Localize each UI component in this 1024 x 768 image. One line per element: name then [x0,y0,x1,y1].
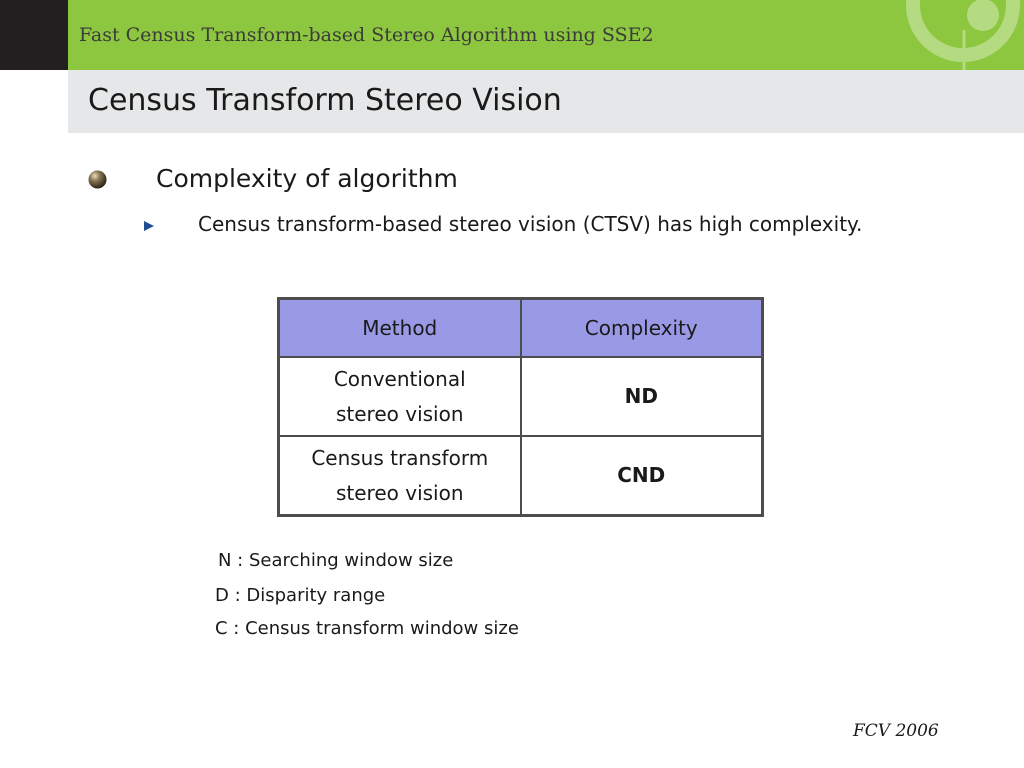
arrow-bullet-icon [144,221,154,231]
bullet-text: Complexity of algorithm [156,164,458,193]
header-text: Fast Census Transform-based Stereo Algor… [79,24,654,46]
header-bar: Fast Census Transform-based Stereo Algor… [68,0,1024,70]
method-line: stereo vision [335,480,464,505]
slide-title: Census Transform Stereo Vision [88,83,562,118]
legend-line: N : Searching window size [218,550,454,571]
complexity-cell: ND [519,356,764,437]
method-cell: Conventional stereo vision [277,356,522,437]
complexity-cell: CND [519,435,764,517]
legend-line: D : Disparity range [215,585,386,606]
column-header-complexity: Complexity [519,297,764,358]
bullet-ball-icon [88,170,107,189]
method-line: Conventional [333,366,466,391]
complexity-table: Method Complexity Conventional stereo vi… [277,297,764,517]
header-block [0,0,68,70]
method-line: Census transform [311,445,489,470]
logo-icon [906,0,1020,70]
table-row: Census transform stereo vision CND [277,435,764,517]
table-header-row: Method Complexity [277,297,764,358]
column-header-method: Method [277,297,522,358]
footer-text: FCV 2006 [853,721,939,741]
title-bar: Census Transform Stereo Vision [68,70,1024,133]
legend-line: C : Census transform window size [215,618,519,639]
sub-bullet-text: Census transform-based stereo vision (CT… [198,212,863,236]
method-line: stereo vision [335,401,464,426]
table-row: Conventional stereo vision ND [277,356,764,437]
method-cell: Census transform stereo vision [277,435,522,517]
